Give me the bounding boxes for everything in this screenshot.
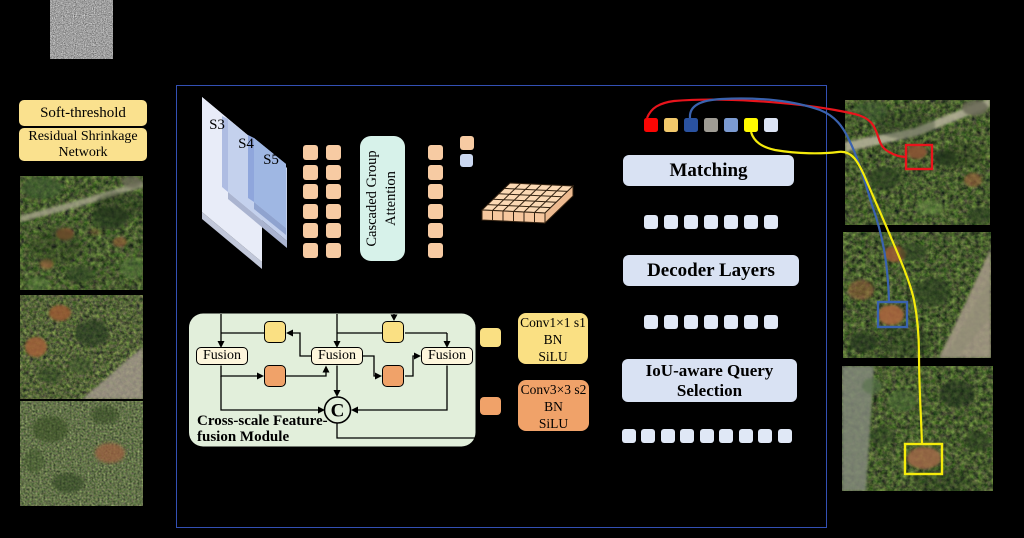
svg-text:S4: S4 <box>238 136 254 152</box>
svg-text:S5: S5 <box>263 152 279 168</box>
svg-text:S3: S3 <box>209 117 225 133</box>
svg-text:C: C <box>331 401 345 422</box>
